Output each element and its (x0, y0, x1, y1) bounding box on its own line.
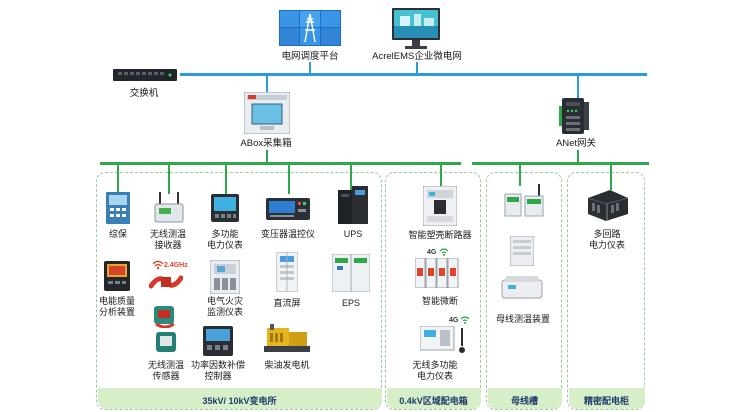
wireless-sensor-extra-icon (156, 332, 176, 352)
drop-wireless-receiver (168, 164, 170, 194)
drop-ups (350, 164, 352, 190)
wireless-sensor-icon (154, 306, 175, 328)
switch-icon (113, 69, 177, 81)
fire-monitor-icon (210, 260, 240, 294)
pf-controller-label: 功率因数补偿 控制器 (190, 360, 245, 381)
wireless-sensor-top-icon (149, 275, 183, 289)
badge-4g-a: 4G (427, 249, 437, 256)
zone-busway-label: 母线槽 (510, 396, 538, 406)
anet-gateway-icon (559, 98, 589, 134)
multi-meter-label: 多功能 电力仪表 (206, 229, 243, 250)
zone-busway-footer (487, 388, 562, 409)
link-abox-bus (266, 150, 268, 162)
link-anet-backbone (577, 76, 579, 100)
diesel-gen-icon (264, 324, 310, 352)
freq-badge: 2.4GHz (164, 262, 188, 269)
relay-icon (106, 192, 130, 224)
drop-smart-breaker (440, 164, 442, 186)
signal-4g-b-icon (460, 316, 470, 324)
eps-icon (332, 254, 370, 292)
smart-breaker-label: 智能塑壳断路器 (408, 230, 472, 240)
ups-icon (338, 186, 368, 224)
grid-dispatch-icon (279, 10, 341, 46)
pq-analyzer-icon (104, 261, 130, 291)
ethernet-backbone (180, 73, 647, 76)
zone-precision-cabinet-label: 精密配电柜 (583, 396, 629, 406)
abox-icon (244, 92, 290, 134)
busway-sensor-mid-icon (510, 236, 534, 266)
wireless-meter-label: 无线多功能 电力仪表 (412, 360, 458, 381)
wireless-receiver-label: 无线测温 接收器 (149, 229, 186, 250)
relay-label: 综保 (108, 229, 127, 239)
wireless-receiver-icon (154, 192, 184, 223)
pq-analyzer-label: 电能质量 分析装置 (98, 296, 135, 317)
smart-mcb-label: 智能微断 (421, 296, 458, 306)
drop-multi-circuit (610, 164, 612, 190)
anet-label: ANet网关 (555, 138, 597, 149)
dc-panel-icon (276, 252, 298, 292)
ems-monitor-icon (392, 8, 440, 49)
zone-distribution-box-footer (386, 388, 481, 409)
multi-circuit-meter-icon (587, 190, 629, 221)
signal-4g-a-icon (439, 248, 449, 256)
wireless-sensor-label: 无线测温 传感器 (147, 360, 184, 381)
busway-temp-icon (501, 276, 543, 299)
zone-distribution-box-label: 0.4kV区域配电箱 (399, 396, 468, 406)
link-ems-backbone (416, 62, 418, 74)
multi-circuit-meter-label: 多回路 电力仪表 (588, 229, 625, 250)
zone-precision-cabinet-footer (568, 388, 645, 409)
pf-controller-icon (203, 326, 233, 356)
transformer-temp-label: 变压器温控仪 (260, 229, 315, 239)
abox-label: ABox采集箱 (240, 138, 292, 149)
switch-label: 交换机 (129, 88, 159, 99)
abox-bus (100, 162, 461, 165)
drop-multi-meter (225, 164, 227, 194)
ems-platform-label: AcrelEMS企业微电网 (372, 51, 462, 62)
smart-breaker-icon (423, 186, 457, 226)
grid-dispatch-label: 电网调度平台 (281, 51, 339, 62)
diesel-gen-label: 柴油发电机 (264, 360, 310, 370)
anet-bus (472, 162, 649, 165)
drop-transformer-temp (288, 164, 290, 194)
busway-temp-label: 母线测温装置 (495, 314, 550, 324)
link-grid-backbone (309, 62, 311, 74)
badge-4g-b: 4G (449, 317, 459, 324)
dc-panel-label: 直流屏 (273, 298, 301, 308)
wireless-meter-icon (420, 326, 465, 353)
drop-busway (519, 164, 521, 186)
ups-label: UPS (343, 229, 363, 239)
eps-label: EPS (341, 298, 360, 308)
multi-meter-icon (211, 194, 239, 222)
drop-relay (117, 164, 119, 194)
signal-icon (152, 260, 164, 270)
zone-substation-label: 35kV/ 10kV变电所 (202, 396, 277, 406)
fire-monitor-label: 电气火灾 监测仪表 (206, 296, 243, 317)
busway-sensor-top-icon (504, 184, 544, 217)
link-anet-bus (577, 150, 579, 162)
smart-mcb-icon (415, 258, 459, 288)
link-abox-backbone (266, 76, 268, 92)
zone-substation-footer (97, 388, 382, 409)
transformer-temp-icon (266, 198, 310, 220)
